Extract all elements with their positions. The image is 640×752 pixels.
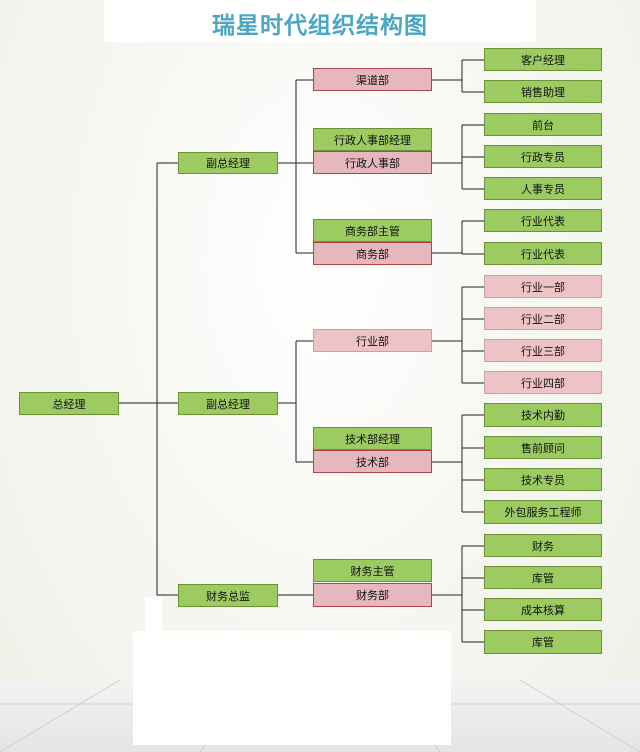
node-dept-shangwu: 商务部 bbox=[313, 242, 432, 265]
node-mgr-xingzheng: 行政人事部经理 bbox=[313, 128, 432, 151]
white-panel bbox=[133, 631, 451, 745]
node-dept-caiwu: 财务部 bbox=[313, 583, 432, 607]
node-role: 库管 bbox=[484, 566, 602, 589]
node-role: 行业二部 bbox=[484, 307, 602, 330]
node-role: 财务 bbox=[484, 534, 602, 557]
node-role: 销售助理 bbox=[484, 80, 602, 103]
node-dept-jishu: 技术部 bbox=[313, 450, 432, 473]
node-mgr-jishu: 技术部经理 bbox=[313, 427, 432, 450]
node-role: 客户经理 bbox=[484, 48, 602, 71]
node-role: 行业四部 bbox=[484, 371, 602, 394]
node-mgr-shangwu: 商务部主管 bbox=[313, 219, 432, 242]
node-role: 行业三部 bbox=[484, 339, 602, 362]
white-patch bbox=[145, 597, 162, 631]
node-role: 行政专员 bbox=[484, 145, 602, 168]
node-role: 行业代表 bbox=[484, 242, 602, 265]
node-role: 售前顾问 bbox=[484, 436, 602, 459]
node-role: 技术专员 bbox=[484, 468, 602, 491]
node-dept-qudao: 渠道部 bbox=[313, 68, 432, 91]
node-role: 外包服务工程师 bbox=[484, 500, 602, 524]
node-role: 人事专员 bbox=[484, 177, 602, 200]
node-dept-xingzheng: 行政人事部 bbox=[313, 151, 432, 174]
node-ceo: 总经理 bbox=[19, 392, 119, 415]
node-role: 技术内勤 bbox=[484, 403, 602, 427]
node-role: 前台 bbox=[484, 113, 602, 136]
node-dept-hangye: 行业部 bbox=[313, 329, 432, 352]
node-vp-2: 副总经理 bbox=[178, 392, 278, 415]
page-title: 瑞星时代组织结构图 bbox=[212, 12, 428, 39]
node-cfo: 财务总监 bbox=[178, 584, 278, 607]
node-vp-1: 副总经理 bbox=[178, 152, 278, 174]
node-role: 库管 bbox=[484, 630, 602, 654]
title-background bbox=[104, 0, 536, 42]
node-role: 成本核算 bbox=[484, 598, 602, 621]
node-mgr-caiwu: 财务主管 bbox=[313, 559, 432, 582]
node-role: 行业代表 bbox=[484, 209, 602, 232]
node-role: 行业一部 bbox=[484, 275, 602, 298]
